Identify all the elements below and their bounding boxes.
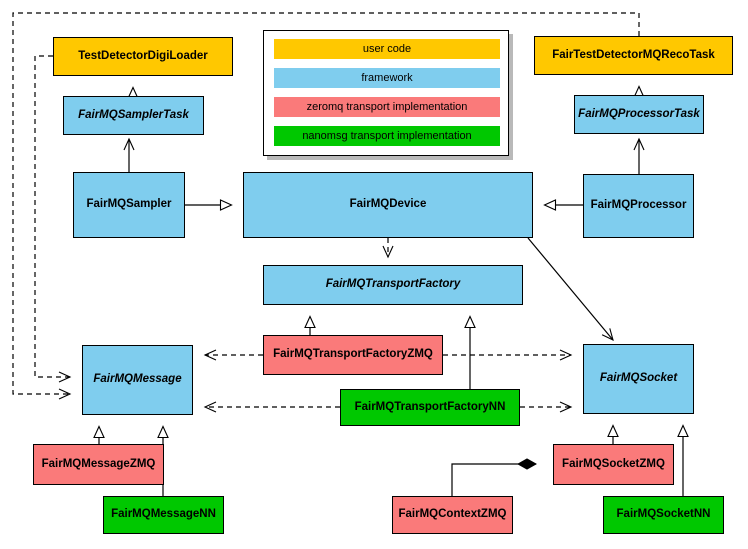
class-node-FairMQSocketNN[interactable]: FairMQSocketNN — [603, 496, 724, 534]
class-node-FairMQDevice[interactable]: FairMQDevice — [243, 172, 533, 238]
edge-socketzmq-contextzmq — [451, 464, 536, 496]
class-node-label: FairMQTransportFactoryNN — [354, 400, 506, 413]
class-node-label: FairMQSocketZMQ — [562, 457, 665, 470]
class-node-FairTestDetectorMQRecoTask[interactable]: FairTestDetectorMQRecoTask — [534, 36, 733, 75]
legend-label-zeromq: zeromq transport implementation — [306, 101, 468, 113]
class-node-FairMQMessageNN[interactable]: FairMQMessageNN — [103, 496, 224, 534]
class-node-label: FairMQTransportFactoryZMQ — [273, 348, 433, 361]
class-node-label: FairMQSamplerTask — [78, 108, 189, 121]
class-node-FairMQTransportFactoryNN[interactable]: FairMQTransportFactoryNN — [340, 389, 520, 426]
legend-item-nanomsg: nanomsg transport implementation — [274, 126, 500, 146]
legend-item-framework: framework — [274, 68, 500, 88]
class-node-label: FairMQDevice — [349, 198, 427, 211]
class-node-label: TestDetectorDigiLoader — [78, 49, 208, 62]
class-node-FairMQSocket[interactable]: FairMQSocket — [583, 344, 694, 414]
legend-label-user-code: user code — [362, 43, 412, 55]
class-node-label: FairMQMessageZMQ — [41, 457, 156, 470]
class-node-FairMQTransportFactoryZMQ[interactable]: FairMQTransportFactoryZMQ — [263, 335, 443, 375]
class-node-label: FairMQSocketNN — [616, 508, 711, 521]
class-node-label: FairMQMessageNN — [111, 508, 216, 521]
class-node-label: FairMQTransportFactory — [325, 278, 461, 291]
legend-label-nanomsg: nanomsg transport implementation — [302, 130, 472, 142]
class-node-FairMQSamplerTask[interactable]: FairMQSamplerTask — [63, 96, 204, 135]
class-node-FairMQMessage[interactable]: FairMQMessage — [82, 345, 193, 415]
class-node-FairMQSocketZMQ[interactable]: FairMQSocketZMQ — [553, 444, 674, 485]
class-node-FairMQMessageZMQ[interactable]: FairMQMessageZMQ — [33, 444, 164, 485]
class-node-label: FairMQSampler — [86, 198, 172, 211]
class-node-label: FairMQMessage — [93, 373, 182, 386]
legend-panel: user code framework zeromq transport imp… — [263, 30, 509, 156]
class-node-FairMQProcessor[interactable]: FairMQProcessor — [583, 174, 694, 238]
class-node-FairMQProcessorTask[interactable]: FairMQProcessorTask — [574, 95, 704, 134]
legend-item-user-code: user code — [274, 39, 500, 59]
edge-device-socket — [527, 237, 614, 342]
class-node-FairMQTransportFactory[interactable]: FairMQTransportFactory — [263, 265, 523, 305]
class-node-TestDetectorDigiLoader[interactable]: TestDetectorDigiLoader — [53, 37, 233, 76]
legend-item-zeromq: zeromq transport implementation — [274, 97, 500, 117]
class-node-FairMQSampler[interactable]: FairMQSampler — [73, 172, 185, 238]
class-node-FairMQContextZMQ[interactable]: FairMQContextZMQ — [392, 496, 513, 534]
class-node-label: FairMQContextZMQ — [398, 508, 507, 521]
class-node-label: FairMQProcessor — [590, 199, 687, 212]
legend-label-framework: framework — [361, 72, 413, 84]
class-node-label: FairTestDetectorMQRecoTask — [552, 48, 715, 61]
class-node-label: FairMQProcessorTask — [578, 107, 700, 120]
class-node-label: FairMQSocket — [599, 372, 678, 385]
